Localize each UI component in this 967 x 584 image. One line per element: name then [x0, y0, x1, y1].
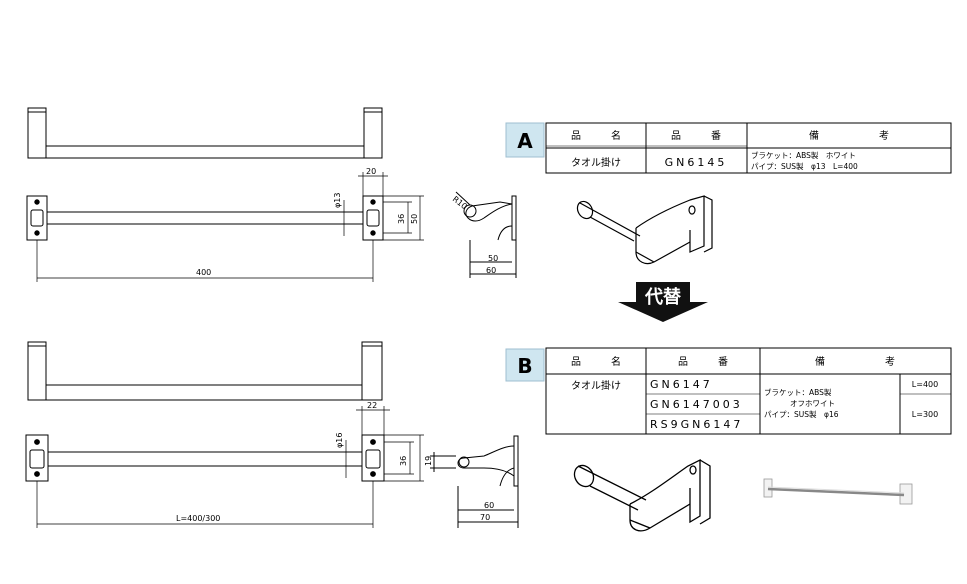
b-length-400: L=400: [912, 380, 938, 389]
b-dim-h19: 19: [424, 456, 433, 466]
a-remarks-line1: ブラケット：ABS製 ホワイト: [751, 150, 856, 160]
b-spec-table: [545, 347, 952, 435]
b-dimensions: [36, 406, 424, 528]
a-header-name: 品 名: [571, 129, 621, 142]
b-product-number-2: GN6147003: [650, 398, 743, 411]
b-label: B: [517, 354, 532, 378]
a-dim-r10: R10: [451, 194, 469, 211]
a-label-box: A: [505, 122, 545, 158]
b-header-remarks: 備 考: [815, 355, 895, 368]
b-dim-h36: 36: [399, 456, 408, 466]
b-header-number: 品 番: [678, 356, 728, 368]
b-dim-w22: 22: [367, 401, 377, 410]
b-dim-side60: 60: [484, 501, 494, 510]
b-length-300: L=300: [912, 410, 938, 419]
a-label: A: [517, 129, 533, 153]
replace-arrow: 代替: [618, 282, 708, 322]
a-product-number: GN6145: [665, 156, 728, 169]
a-isometric-sketch: [576, 195, 713, 265]
a-side-view: [455, 191, 517, 278]
a-dim-d-pipe: φ13: [333, 193, 342, 208]
b-remarks-line1: ブラケット：ABS製: [764, 387, 832, 397]
a-dim-h36: 36: [397, 214, 406, 224]
a-top-view: [26, 195, 384, 241]
a-header-remarks: 備 考: [809, 129, 889, 142]
a-header-number: 品 番: [671, 130, 721, 142]
a-front-view: [27, 107, 383, 159]
b-label-box: B: [505, 348, 545, 382]
b-product-name: タオル掛け: [571, 379, 621, 392]
replace-label: 代替: [644, 286, 682, 308]
a-dim-length: 400: [196, 268, 211, 277]
b-dim-d-pipe: φ16: [335, 433, 344, 448]
b-front-view: [27, 341, 383, 401]
a-remarks-line2: パイプ：SUS製 φ13 L=400: [751, 161, 858, 171]
a-dimensions: [36, 172, 424, 282]
a-product-name: タオル掛け: [571, 156, 621, 169]
a-dim-w20: 20: [366, 167, 376, 176]
b-top-view: [25, 434, 385, 482]
b-photo-towel-bar: [763, 478, 913, 505]
b-remarks-line3: パイプ：SUS製 φ16: [764, 409, 839, 419]
b-side-view: [430, 435, 519, 528]
b-remarks-line2: オフホワイト: [790, 399, 835, 408]
a-dim-side60: 60: [486, 266, 496, 275]
b-header-name: 品 名: [571, 355, 621, 368]
a-dim-side50: 50: [488, 254, 498, 263]
b-dim-side70: 70: [480, 513, 490, 522]
a-spec-table: [545, 122, 952, 174]
b-product-number-1: GN6147: [650, 378, 713, 391]
b-product-number-3: RS9GN6147: [650, 418, 743, 431]
b-dim-length: L=400/300: [176, 514, 220, 523]
a-dim-h50: 50: [410, 214, 419, 224]
b-isometric-sketch: [573, 458, 711, 532]
